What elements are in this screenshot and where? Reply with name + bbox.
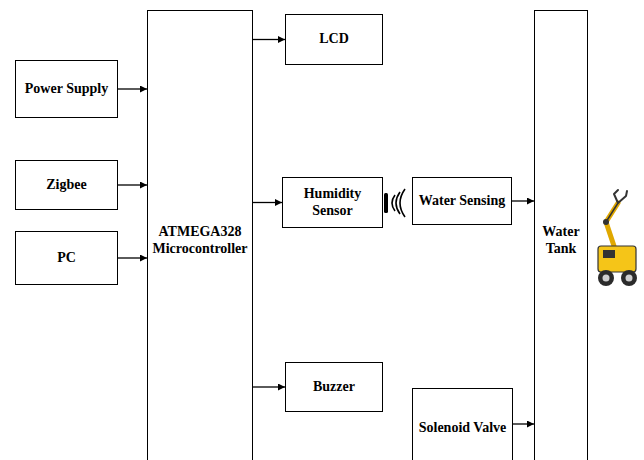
arrow-connector <box>253 39 285 40</box>
input-box: Power Supply <box>15 60 118 118</box>
node-label: Water Tank <box>538 224 584 258</box>
output-box: LCD <box>285 14 383 65</box>
arrow-connector <box>118 88 147 89</box>
robot-arm-joint <box>606 203 618 222</box>
arrow-connector <box>253 202 282 203</box>
arrow-connector <box>512 200 534 201</box>
node-label: Humidity Sensor <box>286 186 379 220</box>
wireless-wave <box>392 195 395 211</box>
controller-box: ATMEGA328 Microcontroller <box>147 10 253 460</box>
node-label: Zigbee <box>19 177 114 194</box>
node-label: Water Sensing <box>416 193 508 210</box>
robot-illustration <box>598 190 637 286</box>
wireless-symbol <box>384 189 405 217</box>
arrow-connector <box>118 257 147 258</box>
robot-wheel <box>621 270 637 286</box>
sensor-box: Water Sensing <box>412 177 512 225</box>
node-label: Buzzer <box>289 379 379 396</box>
arrow-connector <box>513 423 534 424</box>
tank-box: Water Tank <box>534 10 588 460</box>
input-box: PC <box>15 231 118 285</box>
valve-box: Solenoid Valve <box>412 388 513 460</box>
robot-gripper <box>614 190 627 203</box>
robot-hub <box>603 275 610 282</box>
node-label: ATMEGA328 Microcontroller <box>151 224 249 258</box>
robot-joint <box>603 219 609 225</box>
wireless-wave <box>400 189 405 217</box>
output-box: Buzzer <box>285 362 383 412</box>
node-label: Solenoid Valve <box>416 420 509 437</box>
input-box: Zigbee <box>15 160 118 210</box>
sensor-box: Humidity Sensor <box>282 177 383 228</box>
robot-body <box>598 246 636 272</box>
robot-panel <box>603 250 615 258</box>
robot-hub <box>626 275 633 282</box>
node-label: LCD <box>289 31 379 48</box>
node-label: PC <box>19 250 114 267</box>
node-label: Power Supply <box>19 81 114 98</box>
wireless-bar <box>384 193 388 213</box>
arrow-connector <box>253 386 285 387</box>
robot-wheel <box>598 270 614 286</box>
arrow-connector <box>118 184 147 185</box>
robot-arm <box>606 203 618 246</box>
